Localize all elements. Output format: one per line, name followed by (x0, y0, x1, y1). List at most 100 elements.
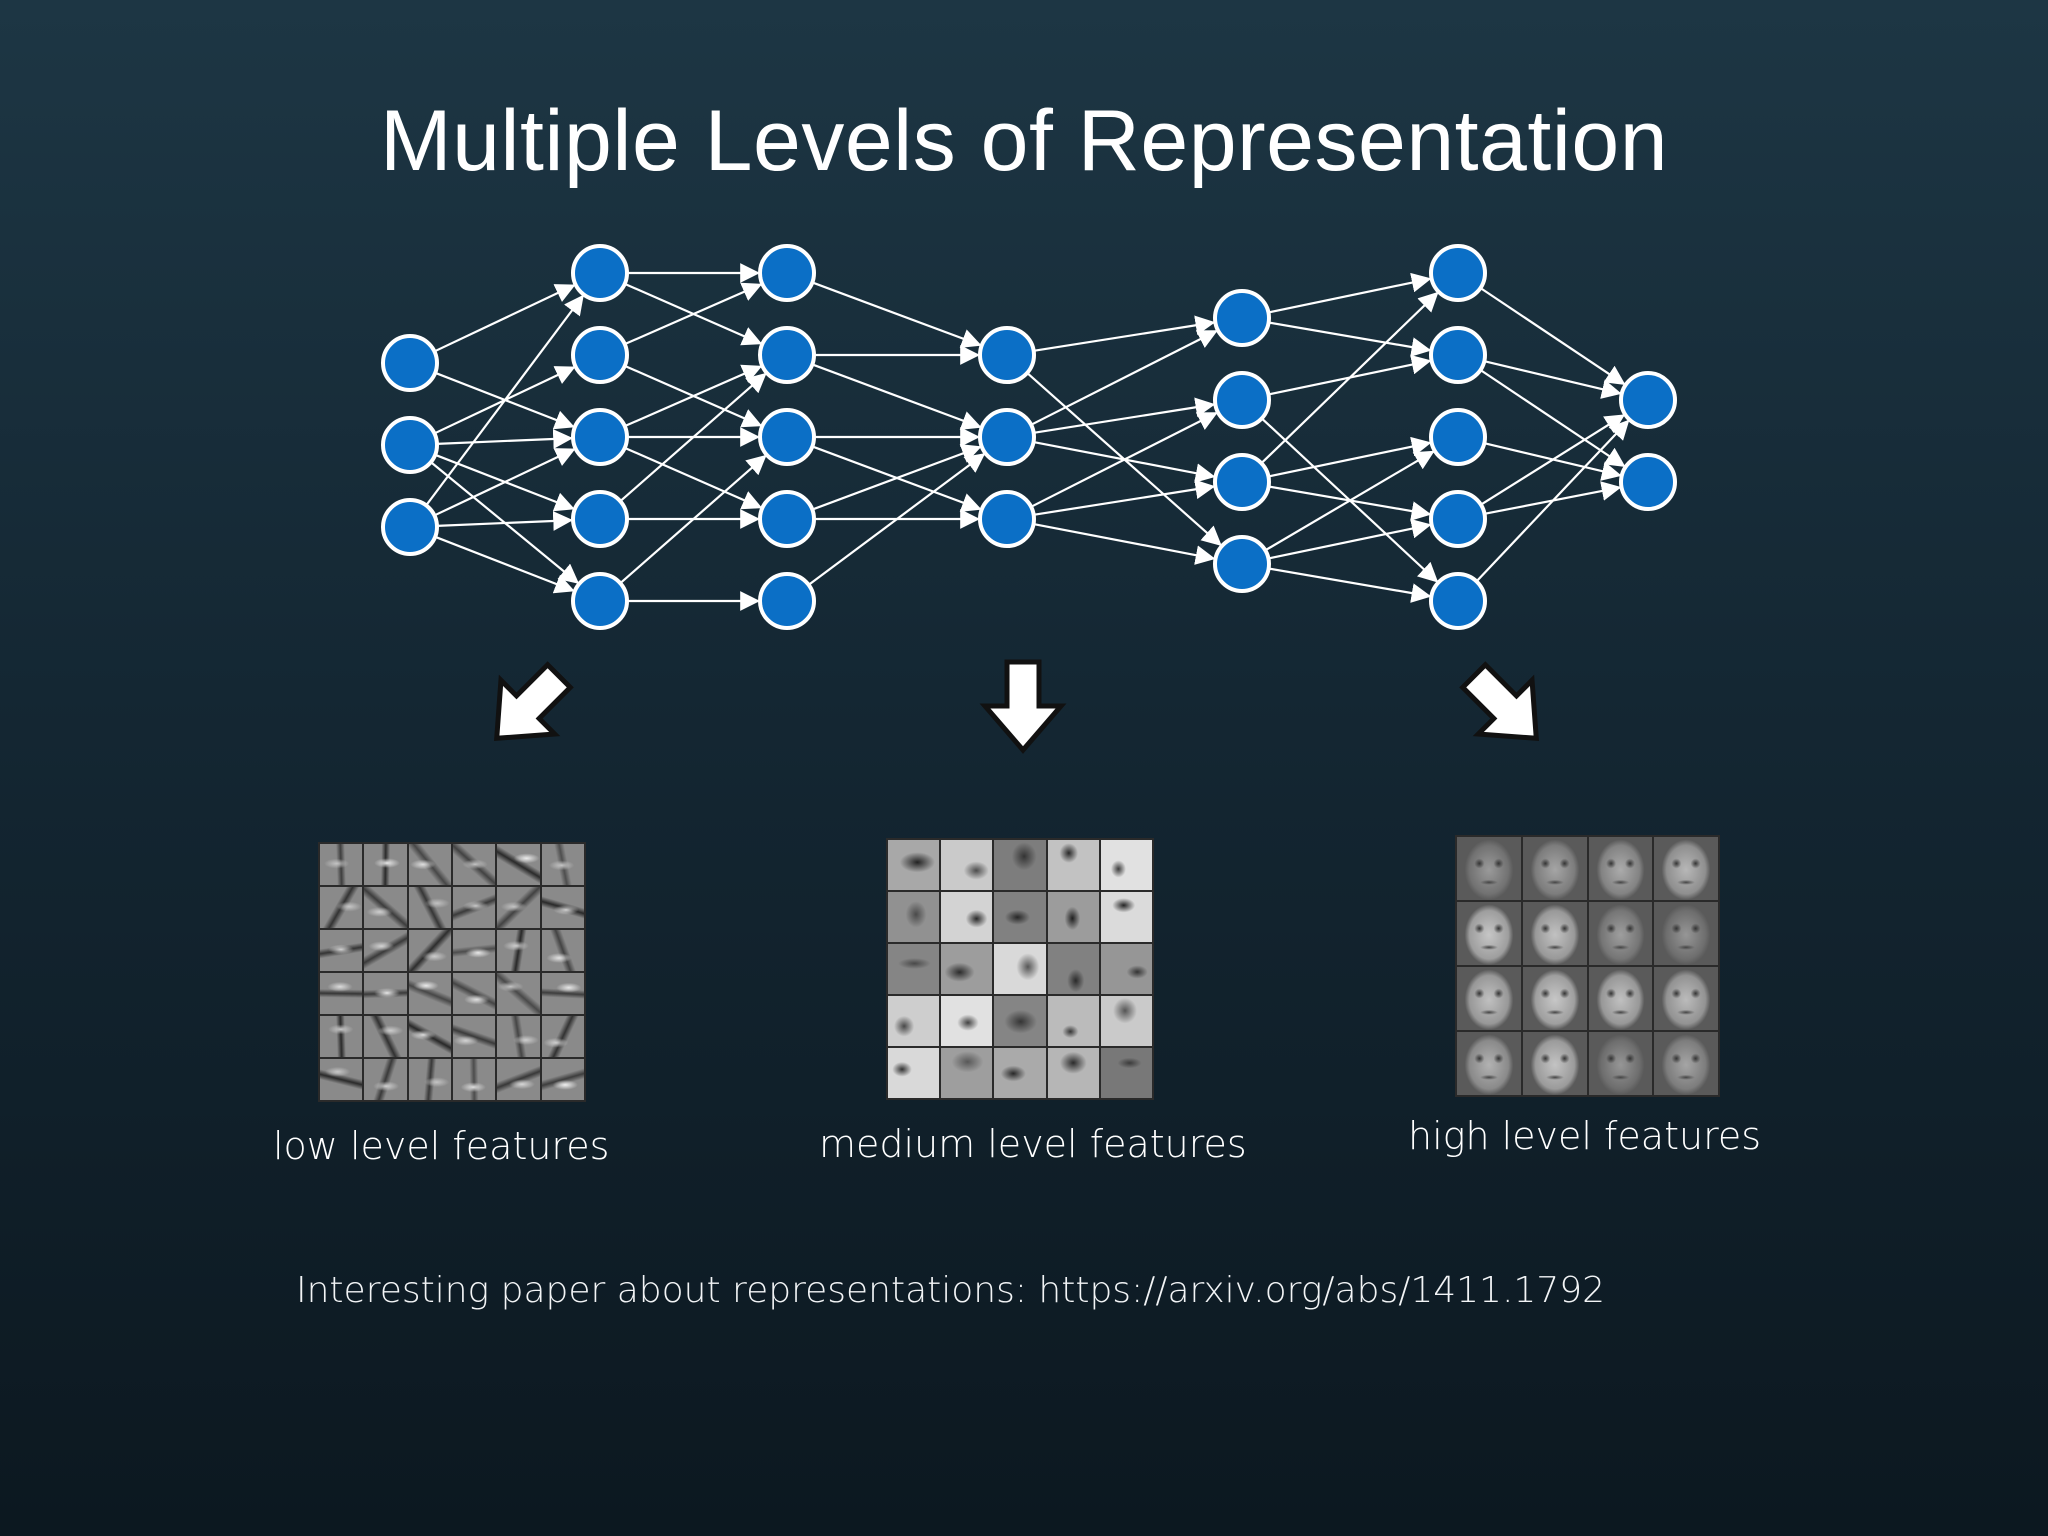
network-node (1429, 408, 1487, 466)
network-edge (1268, 272, 1432, 314)
face-part-tile (888, 996, 940, 1046)
medium-level-features-image (886, 838, 1154, 1100)
network-node (1429, 572, 1487, 630)
face-part-tile (941, 840, 993, 890)
edge-filter-tile (497, 1059, 540, 1100)
slide-title: Multiple Levels of Representation (379, 93, 1669, 189)
network-node (571, 572, 629, 630)
edge-filter-tile (497, 1016, 540, 1057)
edge-filter-tile (541, 1059, 584, 1100)
face-part-tile (941, 944, 993, 994)
edge-filter-tile (497, 887, 540, 928)
edge-filter-tile (452, 844, 496, 885)
network-node (758, 244, 816, 302)
network-edge (425, 294, 584, 507)
low-level-features-image (318, 842, 586, 1102)
network-edge (624, 282, 763, 346)
face-tile (1654, 967, 1718, 1030)
face-part-tile (1047, 996, 1099, 1046)
network-node (758, 408, 816, 466)
network-node (381, 498, 439, 556)
face-tile (1654, 902, 1718, 965)
network-edge (619, 454, 767, 585)
network-edge (1268, 518, 1432, 560)
network-edge (1268, 321, 1432, 357)
network-edge (434, 535, 575, 594)
edge-filter-tile (320, 844, 363, 885)
network-node (571, 408, 629, 466)
network-node (758, 490, 816, 548)
face-part-tile (1047, 892, 1099, 942)
edge-filter-tile (320, 887, 363, 928)
network-edge (1479, 287, 1626, 385)
face-part-tile (941, 1048, 993, 1098)
network-edges (425, 263, 1630, 611)
face-tile (1654, 837, 1718, 900)
network-edge (624, 364, 763, 428)
network-nodes (381, 244, 1677, 630)
face-tile (1457, 902, 1521, 965)
network-edge (1475, 419, 1630, 583)
network-edge (1033, 315, 1216, 352)
face-tile (1522, 902, 1587, 965)
face-tile (1588, 902, 1653, 965)
edge-filter-tile (541, 930, 584, 971)
network-node (978, 490, 1036, 548)
face-part-tile (994, 996, 1046, 1046)
edge-filter-tile (364, 844, 407, 885)
network-node (758, 326, 816, 384)
face-part-tile (1100, 1048, 1152, 1098)
edge-filter-tile (541, 844, 584, 885)
face-part-tile (1100, 840, 1152, 890)
network-node (381, 334, 439, 392)
edge-filter-tile (541, 973, 584, 1014)
network-edge (1480, 414, 1626, 506)
face-part-tile (1100, 944, 1152, 994)
face-part-tile (888, 840, 940, 890)
network-edge (811, 363, 982, 430)
network-edge (436, 429, 574, 449)
edge-filter-tile (452, 930, 496, 971)
edge-filter-tile (408, 1059, 451, 1100)
network-edge (1033, 522, 1216, 565)
network-node (1619, 371, 1677, 429)
network-edge (1264, 450, 1435, 552)
network-edge (1033, 397, 1216, 434)
network-edge (436, 511, 574, 531)
medium-level-features-caption: medium level features (819, 1122, 1247, 1166)
edge-filter-tile (408, 973, 451, 1014)
face-tile (1588, 837, 1653, 900)
edge-filter-tile (452, 973, 496, 1014)
high-level-features-image (1455, 835, 1720, 1097)
face-tile (1588, 1032, 1653, 1095)
network-node (571, 490, 629, 548)
edge-filter-tile (320, 1016, 363, 1057)
network-edge (1484, 360, 1622, 399)
network-node (1213, 453, 1271, 511)
low-level-features-caption: low level features (273, 1124, 610, 1168)
network-node (571, 326, 629, 384)
edge-filter-tile (320, 930, 363, 971)
network-node (1213, 371, 1271, 429)
edge-filter-tile (364, 887, 407, 928)
high-level-features-caption: high level features (1408, 1114, 1762, 1158)
face-part-tile (994, 840, 1046, 890)
face-part-tile (1100, 996, 1152, 1046)
edge-filter-tile (497, 973, 540, 1014)
edge-filter-tile (320, 1059, 363, 1100)
face-tile (1522, 967, 1587, 1030)
edge-filter-tile (364, 1059, 407, 1100)
neural-network-diagram (381, 244, 1677, 754)
face-part-tile (994, 892, 1046, 942)
network-edge (619, 372, 767, 503)
face-tile (1457, 967, 1521, 1030)
network-edge (433, 284, 576, 353)
face-part-tile (994, 1048, 1046, 1098)
face-tile (1654, 1032, 1718, 1095)
network-node (381, 416, 439, 474)
network-node (1429, 326, 1487, 384)
arrow-down-left-icon (494, 661, 574, 741)
network-node (1429, 490, 1487, 548)
face-part-tile (1047, 840, 1099, 890)
network-node (1213, 289, 1271, 347)
